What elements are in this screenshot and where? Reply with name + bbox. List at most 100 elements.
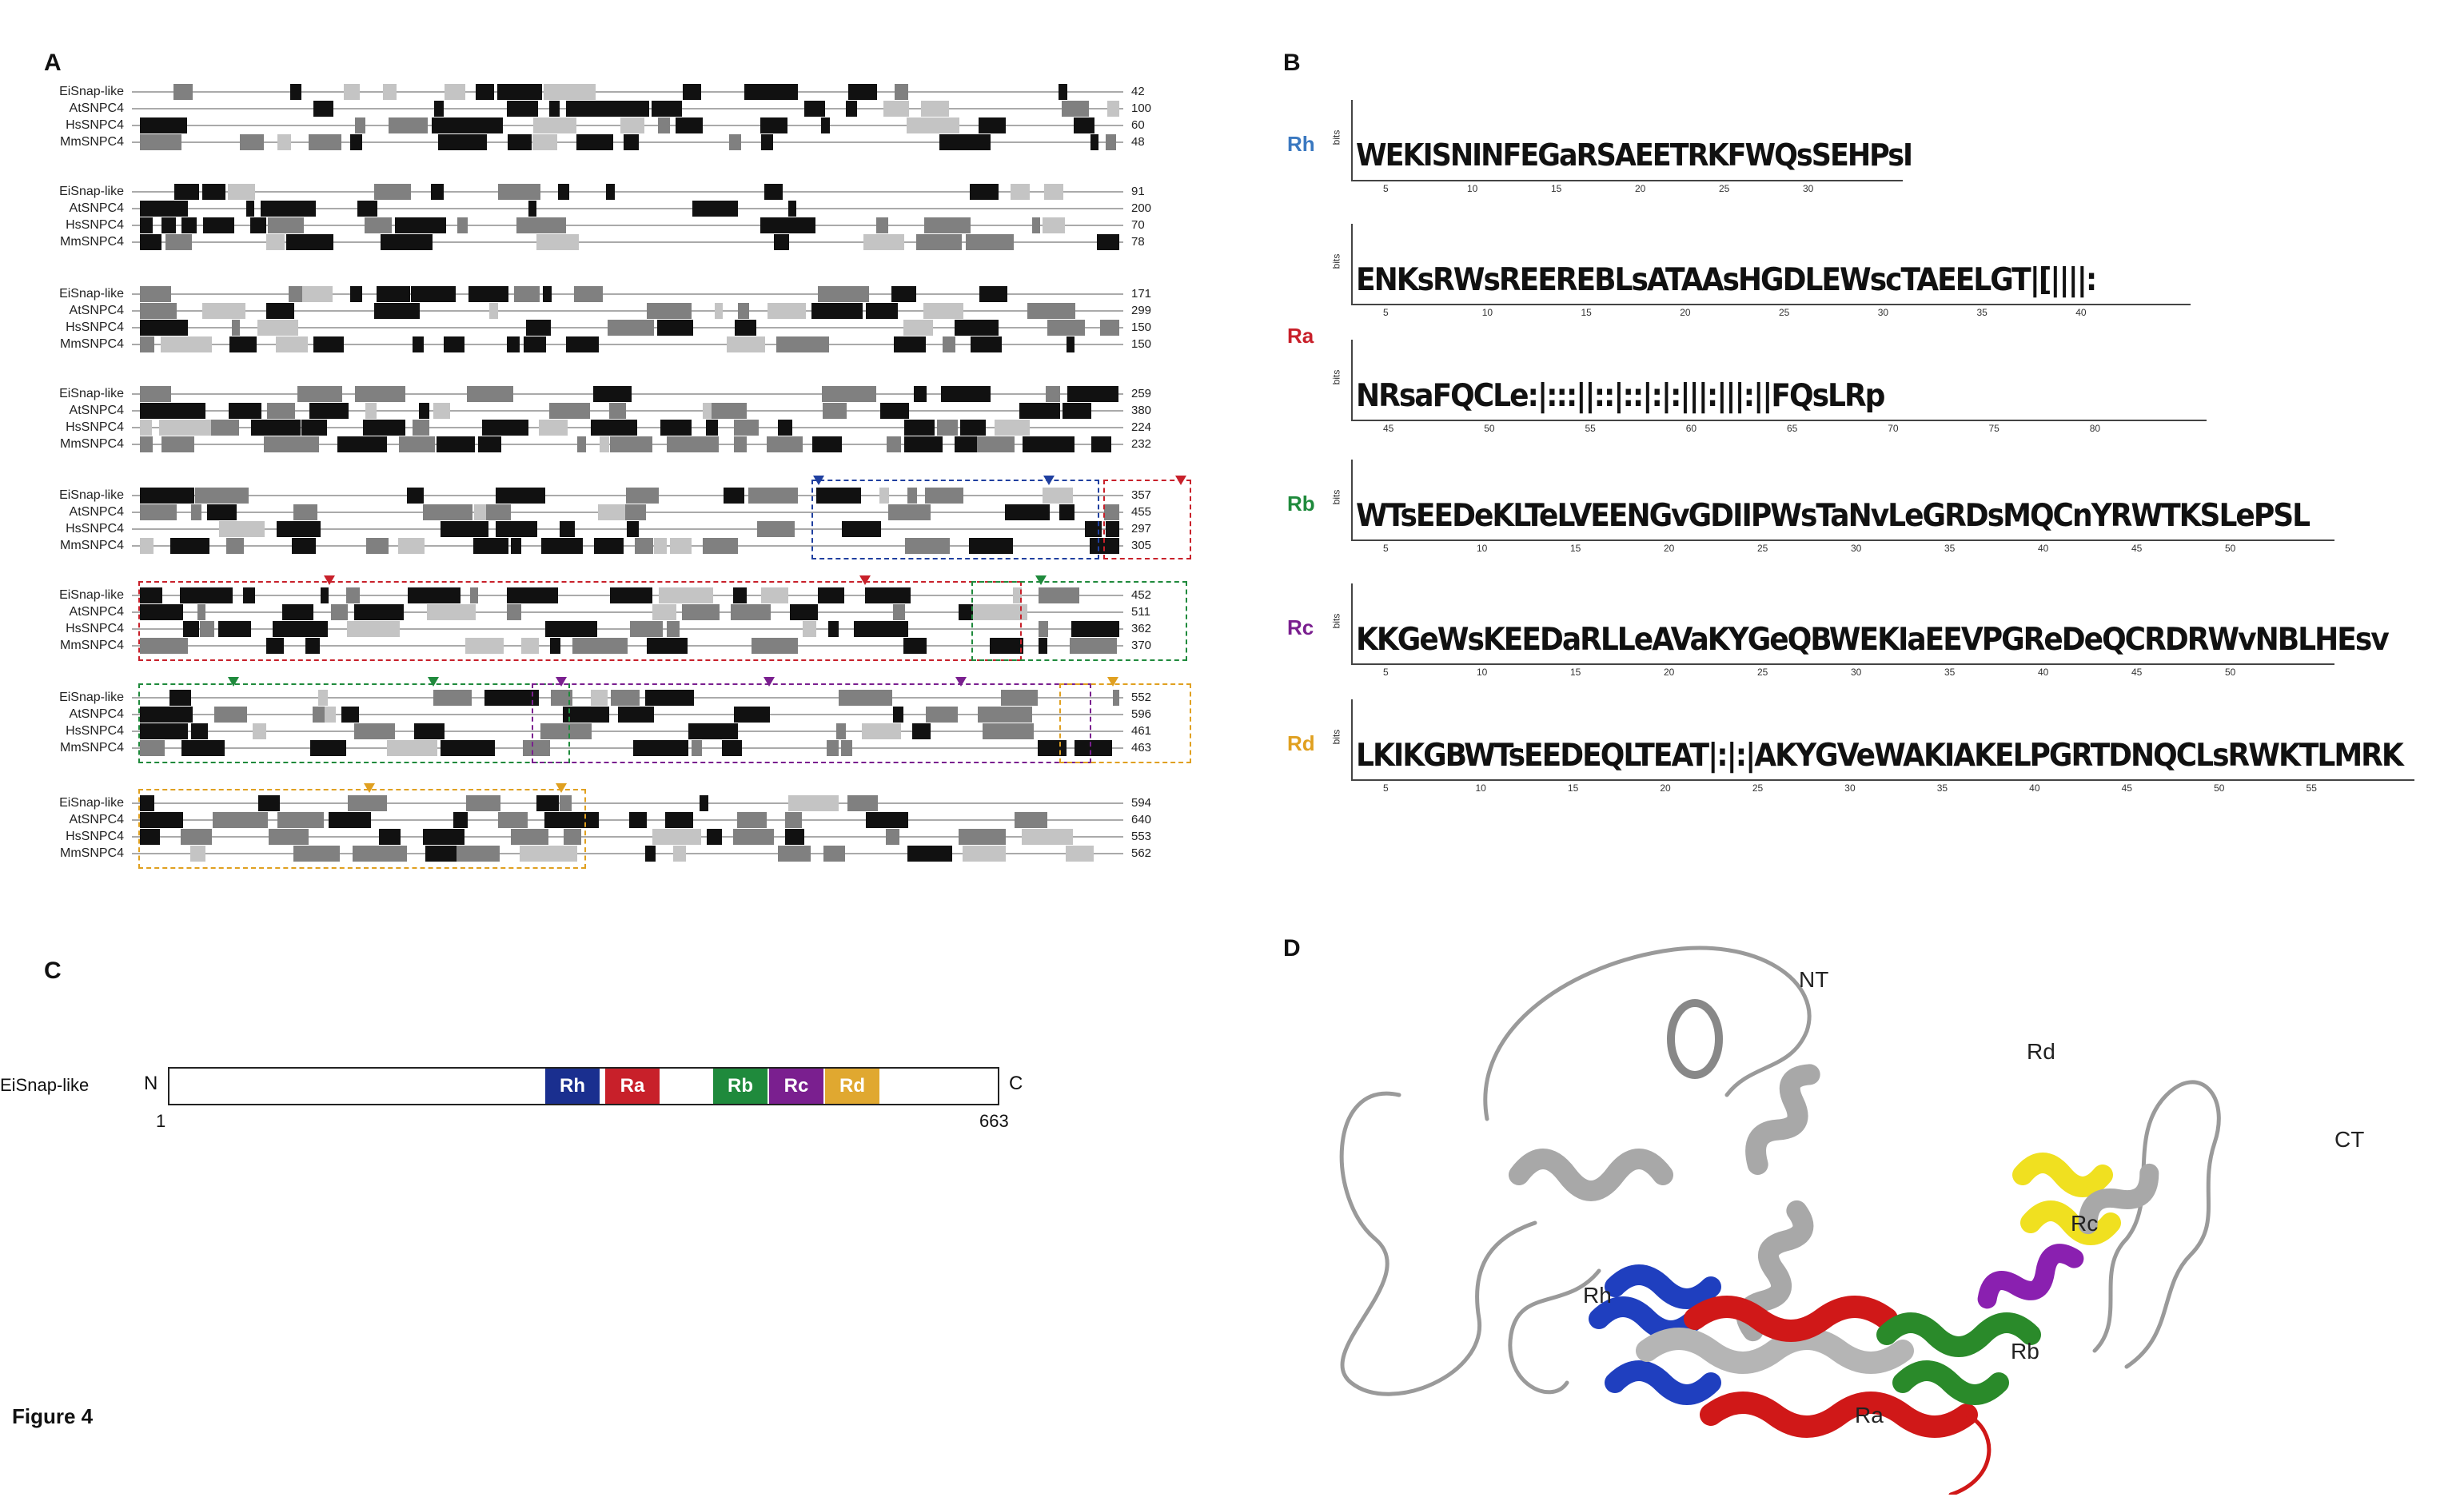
conserved-residue-block bbox=[277, 134, 291, 150]
logo-tick-label: 25 bbox=[1779, 307, 1790, 318]
conserved-residue-block bbox=[778, 846, 811, 862]
conserved-residue-block bbox=[268, 217, 304, 233]
conserved-residue-block bbox=[140, 504, 177, 520]
logo-y-axis bbox=[1351, 699, 1353, 779]
conserved-residue-block bbox=[533, 117, 576, 133]
species-name: MmSNPC4 bbox=[59, 235, 124, 249]
logo-tick-label: 15 bbox=[1581, 307, 1592, 318]
logo-tick-label: 35 bbox=[1944, 667, 1956, 678]
species-name: AtSNPC4 bbox=[69, 813, 124, 826]
logo-tick-label: 55 bbox=[1585, 423, 1596, 434]
conserved-residue-block bbox=[703, 403, 712, 419]
conserved-residue-block bbox=[266, 303, 294, 319]
conserved-residue-block bbox=[140, 320, 188, 336]
residue-count: 150 bbox=[1131, 321, 1152, 334]
conserved-tryptophan-marker bbox=[1043, 476, 1055, 485]
conserved-residue-block bbox=[269, 829, 309, 845]
logo-tick-label: 5 bbox=[1383, 782, 1389, 794]
residue-count: 562 bbox=[1131, 846, 1152, 860]
conserved-residue-block bbox=[667, 436, 719, 452]
conserved-residue-block bbox=[195, 488, 249, 504]
conserved-residue-block bbox=[627, 521, 639, 537]
residue-count: 150 bbox=[1131, 337, 1152, 351]
logo-tick-label: 10 bbox=[1481, 307, 1493, 318]
conserved-residue-block bbox=[760, 117, 787, 133]
species-name: EiSnap-like bbox=[59, 287, 124, 301]
conserved-residue-block bbox=[652, 829, 701, 845]
logo-tick-label: 5 bbox=[1383, 183, 1389, 194]
conserved-residue-block bbox=[941, 386, 991, 402]
conserved-residue-block bbox=[576, 134, 613, 150]
conserved-residue-block bbox=[633, 740, 688, 756]
conserved-residue-block bbox=[667, 621, 680, 637]
conserved-residue-block bbox=[1107, 101, 1119, 117]
sequence-gap-line bbox=[132, 836, 1123, 838]
logo-tick-label: 50 bbox=[2225, 667, 2236, 678]
conserved-residue-block bbox=[652, 604, 676, 620]
ra-helix bbox=[1684, 1296, 1978, 1438]
conserved-residue-block bbox=[377, 286, 410, 302]
conserved-residue-block bbox=[560, 521, 575, 537]
conserved-residue-block bbox=[293, 504, 317, 520]
conserved-residue-block bbox=[903, 320, 933, 336]
conserved-residue-block bbox=[293, 846, 340, 862]
conserved-residue-block bbox=[140, 201, 188, 217]
residue-count: 461 bbox=[1131, 724, 1152, 738]
conserved-residue-block bbox=[297, 386, 342, 402]
conserved-residue-block bbox=[427, 604, 476, 620]
conserved-residue-block bbox=[971, 336, 1002, 352]
conserved-residue-block bbox=[660, 420, 692, 436]
conserved-residue-block bbox=[497, 84, 542, 100]
logo-letters: KKGeWsKEEDaRLLeAVaKYGeQBWEKIaEEVPGReDeQC… bbox=[1356, 621, 2390, 658]
conserved-residue-block bbox=[290, 84, 301, 100]
conserved-residue-block bbox=[395, 217, 446, 233]
sequence-gap-line bbox=[132, 410, 1123, 412]
conserved-residue-block bbox=[313, 707, 325, 723]
conserved-residue-block bbox=[1106, 134, 1116, 150]
conserved-residue-block bbox=[140, 812, 183, 828]
conserved-residue-block bbox=[1059, 84, 1067, 100]
conserved-residue-block bbox=[140, 638, 188, 654]
residue-count: 594 bbox=[1131, 796, 1152, 810]
conserved-residue-block bbox=[545, 621, 597, 637]
conserved-residue-block bbox=[724, 488, 744, 504]
conserved-residue-block bbox=[229, 403, 261, 419]
helix-mid-grey bbox=[1636, 1328, 1914, 1374]
conserved-residue-block bbox=[969, 538, 1013, 554]
conserved-residue-block bbox=[310, 740, 346, 756]
conserved-residue-block bbox=[413, 336, 424, 352]
conserved-residue-block bbox=[804, 101, 825, 117]
conserved-residue-block bbox=[1015, 812, 1047, 828]
residue-count: 297 bbox=[1131, 522, 1152, 536]
conserved-residue-block bbox=[914, 386, 927, 402]
conserved-residue-block bbox=[507, 604, 521, 620]
logo-tick-label: 15 bbox=[1551, 183, 1562, 194]
conserved-residue-block bbox=[346, 587, 360, 603]
conserved-residue-block bbox=[313, 336, 344, 352]
conserved-residue-block bbox=[507, 587, 558, 603]
conserved-residue-block bbox=[437, 436, 475, 452]
conserved-residue-block bbox=[540, 723, 592, 739]
conserved-residue-block bbox=[635, 538, 653, 554]
conserved-residue-block bbox=[645, 846, 656, 862]
conserved-residue-block bbox=[577, 436, 586, 452]
conserved-tryptophan-marker bbox=[955, 677, 967, 687]
conserved-residue-block bbox=[955, 436, 977, 452]
logo-tick-label: 45 bbox=[2121, 782, 2132, 794]
conserved-residue-block bbox=[863, 234, 904, 250]
conserved-residue-block bbox=[140, 336, 154, 352]
conserved-residue-block bbox=[266, 234, 285, 250]
conserved-residue-block bbox=[321, 587, 329, 603]
conserved-residue-block bbox=[966, 234, 1014, 250]
conserved-residue-block bbox=[309, 403, 349, 419]
conserved-residue-block bbox=[191, 723, 208, 739]
sequence-gap-line bbox=[132, 853, 1123, 854]
residue-count: 511 bbox=[1131, 605, 1150, 619]
conserved-residue-block bbox=[219, 521, 265, 537]
